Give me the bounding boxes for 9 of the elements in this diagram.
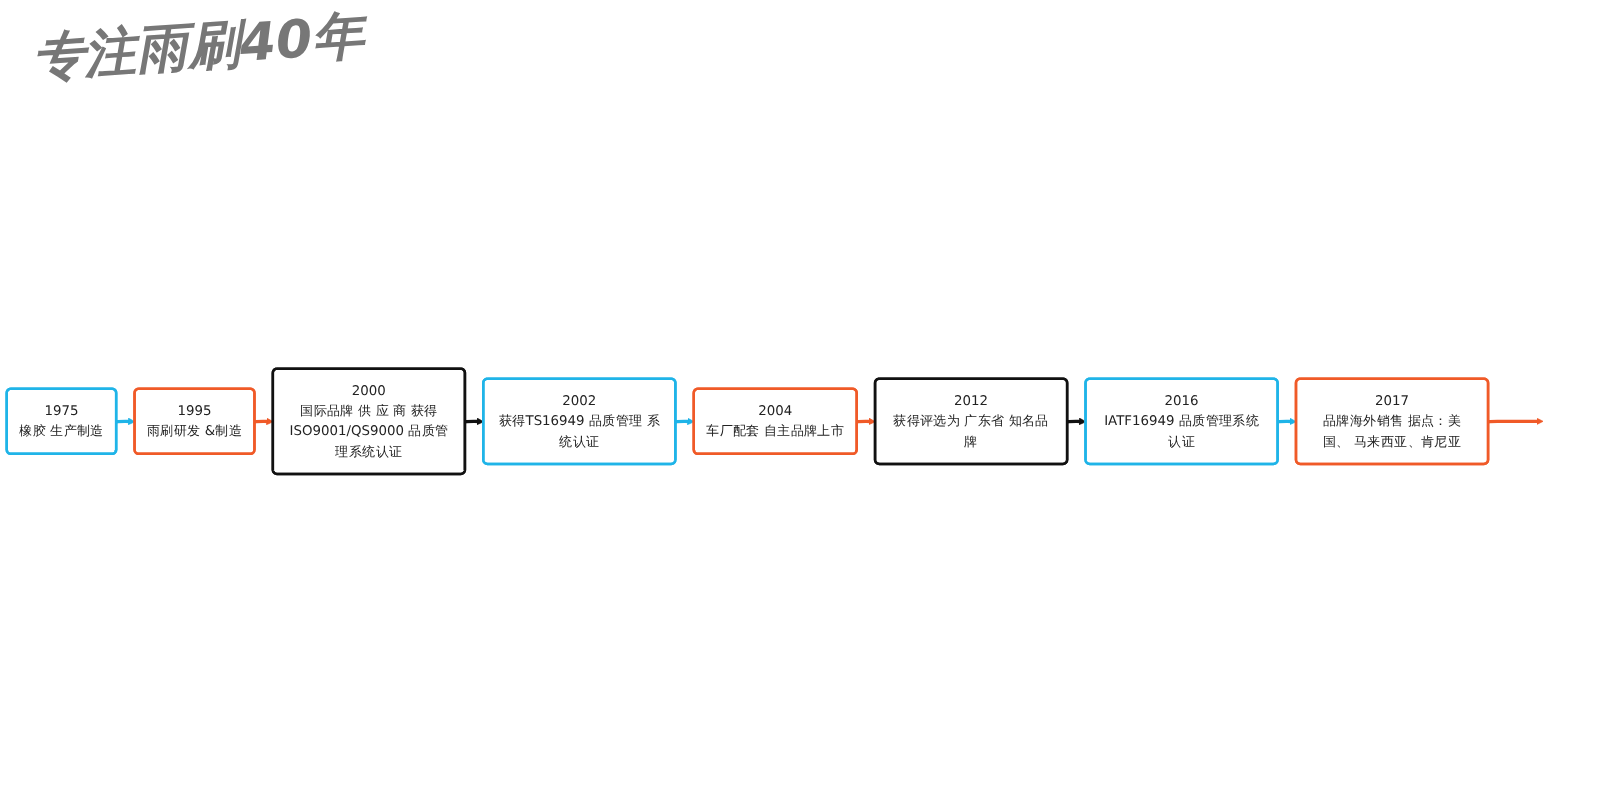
arrow — [675, 418, 695, 426]
arrow — [1067, 418, 1087, 426]
arrow — [116, 418, 136, 426]
arrow — [465, 418, 485, 426]
arrow — [1277, 418, 1297, 426]
title: 专注雨刷40年 — [29, 4, 367, 94]
arrow — [1488, 418, 1544, 426]
arrow — [254, 418, 274, 426]
arrow — [856, 418, 876, 426]
